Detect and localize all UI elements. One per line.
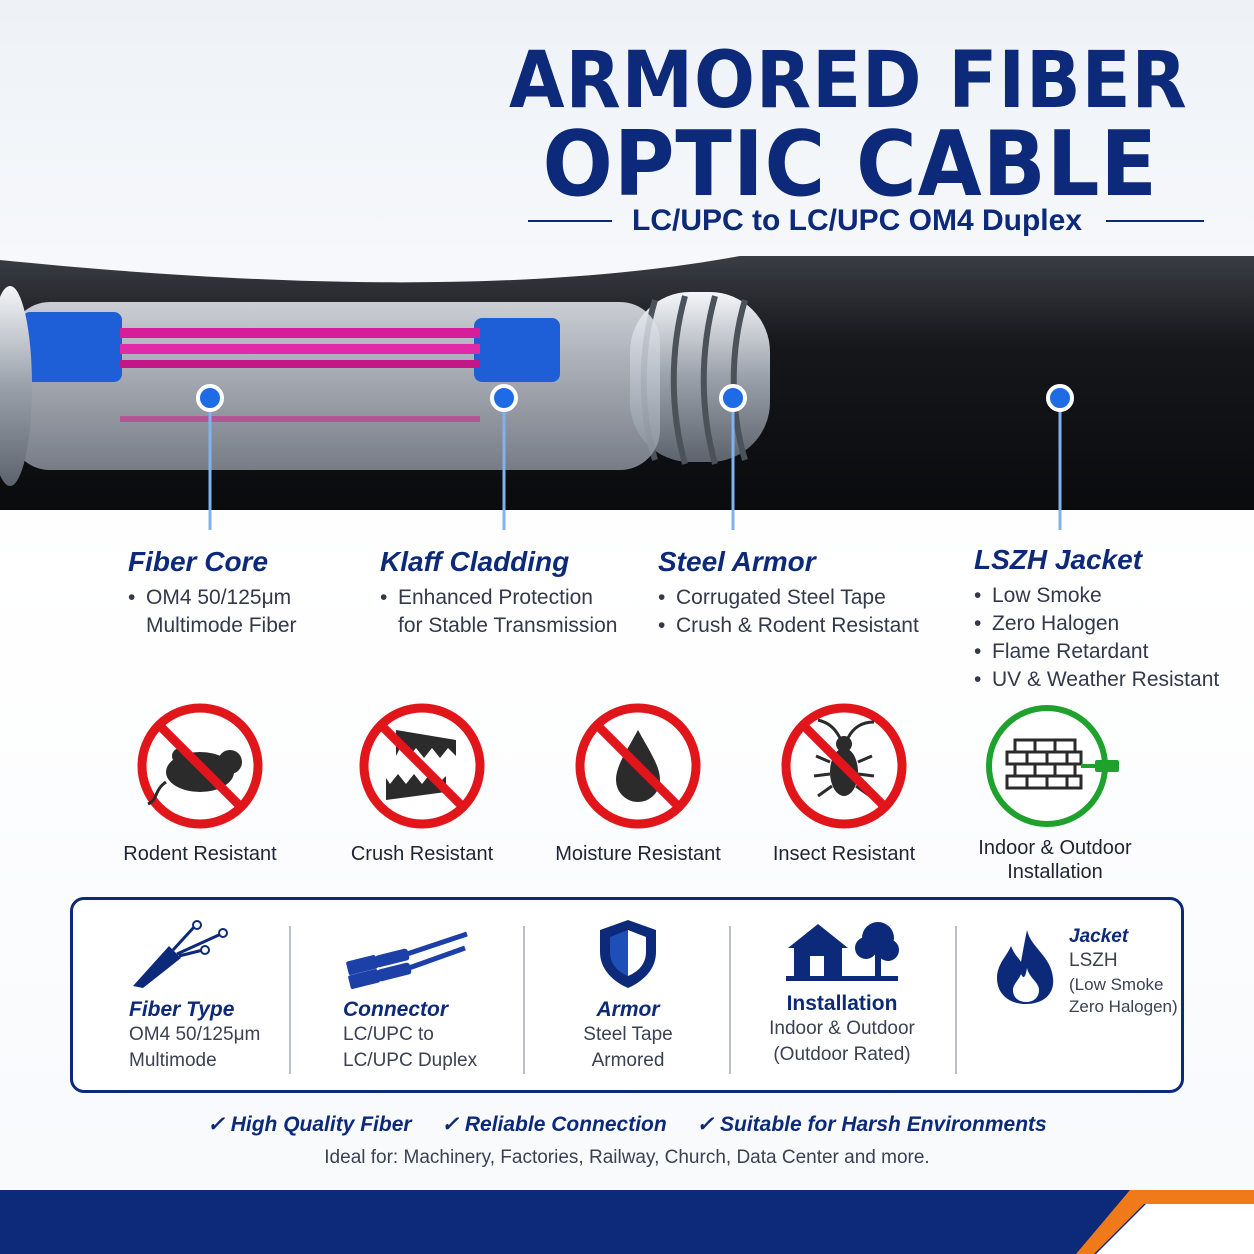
badge-label-line2: Installation (1007, 861, 1103, 883)
spec-title: Armor (596, 998, 660, 1021)
layer-klaff-cladding: Klaff Cladding Enhanced Protection for S… (380, 546, 617, 640)
title-line-1: ARMORED FIBER (509, 36, 1188, 126)
layer-bullet: for Stable Transmission (398, 614, 618, 637)
spec-line: Steel Tape (583, 1024, 673, 1045)
spec-line: (Outdoor Rated) (773, 1044, 911, 1065)
spec-line: OM4 50/125μm (129, 1024, 261, 1045)
spec-divider (729, 926, 731, 1074)
fiber-strands-icon (133, 920, 228, 988)
spec-line: (Low Smoke (1069, 975, 1164, 994)
feature-checklist: ✓ High Quality Fiber ✓ Reliable Connecti… (0, 1112, 1254, 1137)
badge-label: Insect Resistant (772, 843, 916, 865)
ideal-for-text: Ideal for: Machinery, Factories, Railway… (324, 1147, 930, 1168)
flame-icon (997, 930, 1054, 1004)
check-item: ✓ High Quality Fiber (207, 1113, 412, 1136)
badge-moisture: Moisture Resistant (538, 700, 738, 866)
check-label: Reliable Connection (464, 1113, 667, 1136)
spec-divider (955, 926, 957, 1074)
no-insect-icon (781, 703, 907, 829)
check-item: ✓ Suitable for Harsh Environments (696, 1113, 1047, 1136)
spec-line: LC/UPC to (343, 1024, 434, 1045)
lc-connector-icon (346, 931, 468, 989)
layer-bullet: UV & Weather Resistant (974, 666, 1219, 694)
check-label: High Quality Fiber (230, 1113, 412, 1136)
spec-line: Indoor & Outdoor (769, 1018, 915, 1039)
badge-label: Crush Resistant (350, 843, 494, 865)
spec-line: LSZH (1069, 950, 1118, 971)
spec-title: Jacket (1069, 926, 1129, 947)
no-rodent-icon (137, 703, 263, 829)
layer-bullet: Crush & Rodent Resistant (658, 612, 919, 640)
badge-label: Moisture Resistant (555, 843, 721, 865)
badge-insect: Insect Resistant (744, 700, 944, 866)
orange-accent-stripe (1076, 1190, 1254, 1254)
spec-divider (289, 926, 291, 1074)
subtitle: LC/UPC to LC/UPC OM4 Duplex (632, 204, 1083, 237)
spec-summary-box: Fiber Type OM4 50/125μm Multimode Connec… (70, 897, 1184, 1093)
badge-crush: Crush Resistant (322, 700, 522, 866)
check-item: ✓ Reliable Connection (441, 1113, 667, 1136)
layer-title: Steel Armor (658, 546, 816, 577)
spec-fiber-type: Fiber Type OM4 50/125μm Multimode (129, 920, 260, 1074)
spec-line: Multimode (129, 1050, 217, 1071)
layer-bullet: Low Smoke (974, 582, 1219, 610)
shield-icon (600, 920, 656, 988)
layer-bullet: OM4 50/125μm (128, 584, 297, 612)
cable-cutaway-illustration (0, 256, 1254, 530)
layer-title: Klaff Cladding (380, 546, 570, 577)
layer-bullet: Flame Retardant (974, 638, 1219, 666)
house-tree-icon (786, 922, 899, 981)
badge-indoor-outdoor: Indoor & Outdoor Installation (955, 700, 1155, 884)
spec-line: Armored (591, 1050, 665, 1071)
layer-fiber-core: Fiber Core OM4 50/125μm Multimode Fiber (128, 546, 297, 640)
spec-title: Connector (343, 998, 448, 1021)
wall-cable-icon (986, 705, 1119, 827)
layer-title: Fiber Core (128, 546, 269, 577)
spec-line: Zero Halogen) (1069, 997, 1178, 1016)
no-crush-icon (359, 703, 485, 829)
spec-title: Installation (786, 992, 898, 1015)
title-line-2: OPTIC CABLE (542, 112, 1158, 217)
subtitle-rule-left (528, 220, 612, 222)
layer-steel-armor: Steel Armor Corrugated Steel Tape Crush … (658, 546, 919, 640)
check-label: Suitable for Harsh Environments (719, 1113, 1047, 1136)
no-moisture-icon (575, 703, 701, 829)
layer-bullet: Zero Halogen (974, 610, 1219, 638)
layer-bullet: Multimode Fiber (146, 614, 297, 637)
spec-title: Fiber Type (129, 998, 235, 1021)
layer-title: LSZH Jacket (974, 544, 1143, 575)
badge-label-line1: Indoor & Outdoor (978, 837, 1132, 859)
subtitle-rule-right (1106, 220, 1204, 222)
spec-connector: Connector LC/UPC to LC/UPC Duplex (343, 920, 477, 1074)
badge-rodent: Rodent Resistant (100, 700, 300, 866)
spec-line: LC/UPC Duplex (343, 1050, 478, 1071)
spec-divider (523, 926, 525, 1074)
layer-bullet: Enhanced Protection (380, 584, 617, 612)
layer-lszh-jacket: LSZH Jacket Low Smoke Zero Halogen Flame… (974, 544, 1219, 694)
spec-installation: Installation Indoor & Outdoor (Outdoor R… (767, 918, 917, 1068)
layer-bullet: Corrugated Steel Tape (658, 584, 919, 612)
badge-label: Rodent Resistant (123, 843, 277, 865)
bottom-brand-bar (0, 1190, 1254, 1254)
spec-armor: Armor Steel Tape Armored (583, 918, 673, 1074)
